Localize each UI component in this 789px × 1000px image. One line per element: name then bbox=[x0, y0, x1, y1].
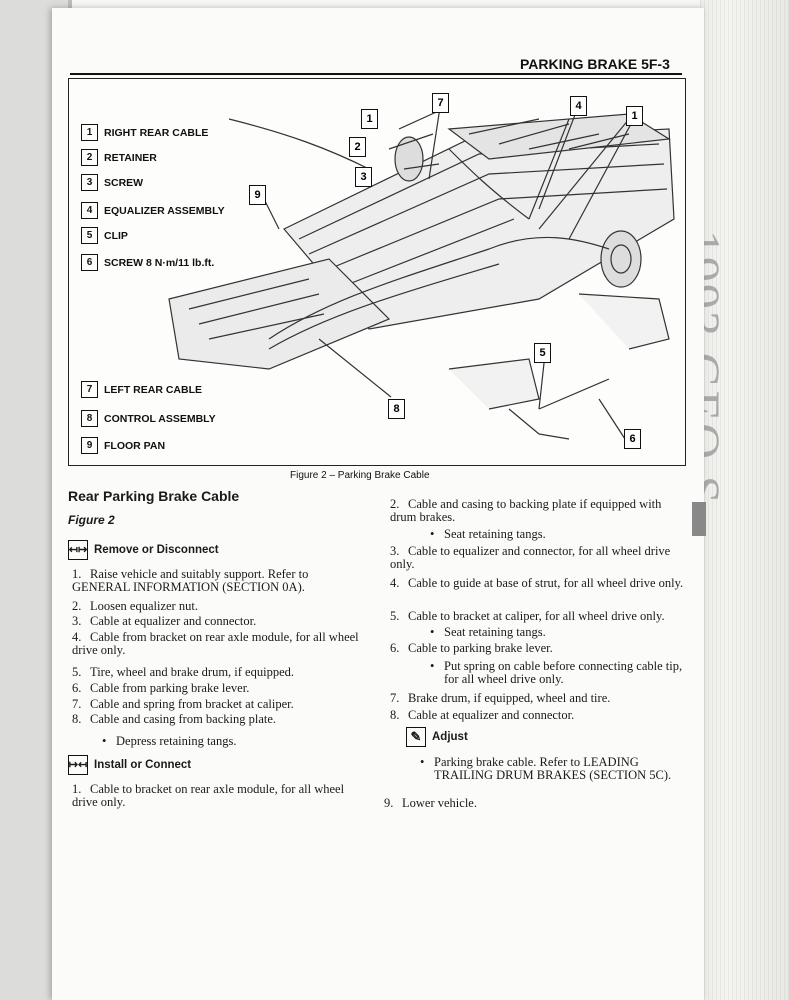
install-bullet: Seat retaining tangs. bbox=[430, 528, 546, 542]
callout-1: 1 bbox=[361, 109, 378, 129]
callout-6: 6 bbox=[624, 429, 641, 449]
figure-caption: Figure 2 – Parking Brake Cable bbox=[290, 470, 430, 481]
install-step: 3.Cable to equalizer and connector, for … bbox=[390, 544, 671, 571]
page-header-title: PARKING BRAKE 5F-3 bbox=[520, 56, 670, 72]
remove-step: 6.Cable from parking brake lever. bbox=[72, 681, 250, 695]
callout-7: 7 bbox=[432, 93, 449, 113]
callout-1b: 1 bbox=[626, 106, 643, 126]
callout-3: 3 bbox=[355, 167, 372, 187]
adjust-heading: ✎ Adjust bbox=[406, 727, 468, 747]
section-tab bbox=[692, 502, 706, 536]
callout-9: 9 bbox=[249, 185, 266, 205]
remove-step: 5.Tire, wheel and brake drum, if equippe… bbox=[72, 665, 294, 679]
install-step: 1.Cable to bracket on rear axle module, … bbox=[72, 782, 345, 809]
page-stack-edge bbox=[700, 0, 789, 1000]
install-step: 5.Cable to bracket at caliper, for all w… bbox=[390, 609, 665, 623]
remove-step: 4.Cable from bracket on rear axle module… bbox=[72, 630, 359, 657]
callout-8: 8 bbox=[388, 399, 405, 419]
callout-4: 4 bbox=[570, 96, 587, 116]
remove-bullet: Depress retaining tangs. bbox=[102, 735, 237, 749]
install-step: 8.Cable at equalizer and connector. bbox=[390, 708, 575, 722]
remove-step: 2.Loosen equalizer nut. bbox=[72, 599, 198, 613]
header-rule bbox=[70, 73, 682, 75]
install-step: 9.Lower vehicle. bbox=[384, 796, 477, 810]
remove-step: 1.Raise vehicle and suitably support. Re… bbox=[72, 567, 309, 594]
remove-step: 7.Cable and spring from bracket at calip… bbox=[72, 697, 294, 711]
callout-2: 2 bbox=[349, 137, 366, 157]
install-step: 7.Brake drum, if equipped, wheel and tir… bbox=[390, 691, 611, 705]
figure-ref: Figure 2 bbox=[68, 513, 115, 527]
remove-heading: ↤↦ Remove or Disconnect bbox=[68, 540, 219, 560]
remove-step: 3.Cable at equalizer and connector. bbox=[72, 614, 257, 628]
install-heading: ↦↤ Install or Connect bbox=[68, 755, 191, 775]
install-bullet: Seat retaining tangs. bbox=[430, 626, 546, 640]
remove-icon: ↤↦ bbox=[68, 540, 88, 560]
parking-brake-diagram bbox=[168, 98, 675, 440]
remove-step: 8.Cable and casing from backing plate. bbox=[72, 712, 277, 726]
section-title: Rear Parking Brake Cable bbox=[68, 488, 240, 504]
adjust-bullet: Parking brake cable. Refer to LEADING TR… bbox=[420, 756, 690, 782]
install-step: 2.Cable and casing to backing plate if e… bbox=[390, 497, 662, 524]
install-icon: ↦↤ bbox=[68, 755, 88, 775]
wrench-icon: ✎ bbox=[406, 727, 426, 747]
install-step: 4.Cable to guide at base of strut, for a… bbox=[390, 576, 684, 590]
callout-5: 5 bbox=[534, 343, 551, 363]
install-bullet: Put spring on cable before connecting ca… bbox=[430, 660, 694, 686]
install-step: 6.Cable to parking brake lever. bbox=[390, 641, 553, 655]
